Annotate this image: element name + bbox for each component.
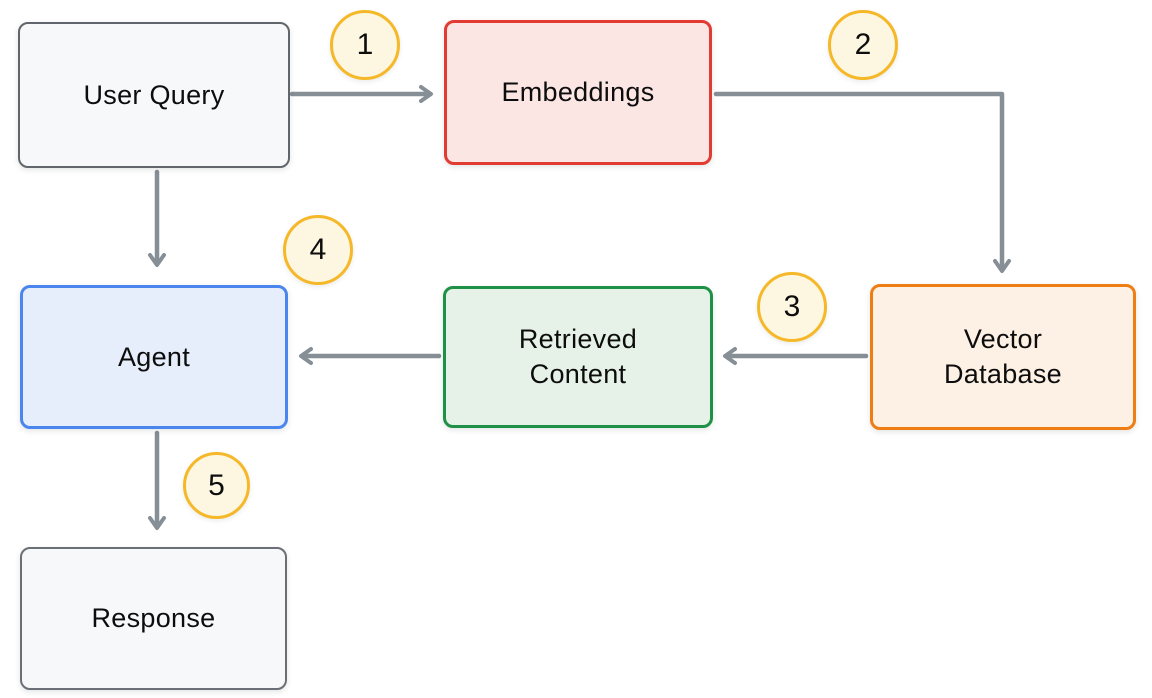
- node-agent-label: Agent: [117, 341, 191, 372]
- node-user-query-label: User Query: [83, 79, 225, 110]
- node-agent: Agent: [20, 285, 288, 429]
- step-badge-1: 1: [330, 10, 400, 80]
- node-vector-database: Vector Database: [870, 284, 1136, 430]
- step-badge-3: 3: [757, 272, 827, 342]
- node-retrieved-content: Retrieved Content: [443, 286, 713, 428]
- arrow-embeddings-to-vector-database: [713, 91, 1011, 273]
- step-badge-5: 5: [183, 452, 250, 519]
- node-response-label: Response: [91, 603, 216, 634]
- node-embeddings-label: Embeddings: [501, 77, 655, 108]
- node-retrieved-content-label: Retrieved Content: [518, 324, 638, 389]
- node-response: Response: [20, 547, 287, 690]
- node-embeddings: Embeddings: [444, 20, 712, 165]
- node-user-query: User Query: [18, 22, 290, 168]
- step-badge-2: 2: [828, 10, 898, 80]
- step-badge-4: 4: [283, 215, 353, 285]
- node-vector-database-label: Vector Database: [944, 324, 1062, 389]
